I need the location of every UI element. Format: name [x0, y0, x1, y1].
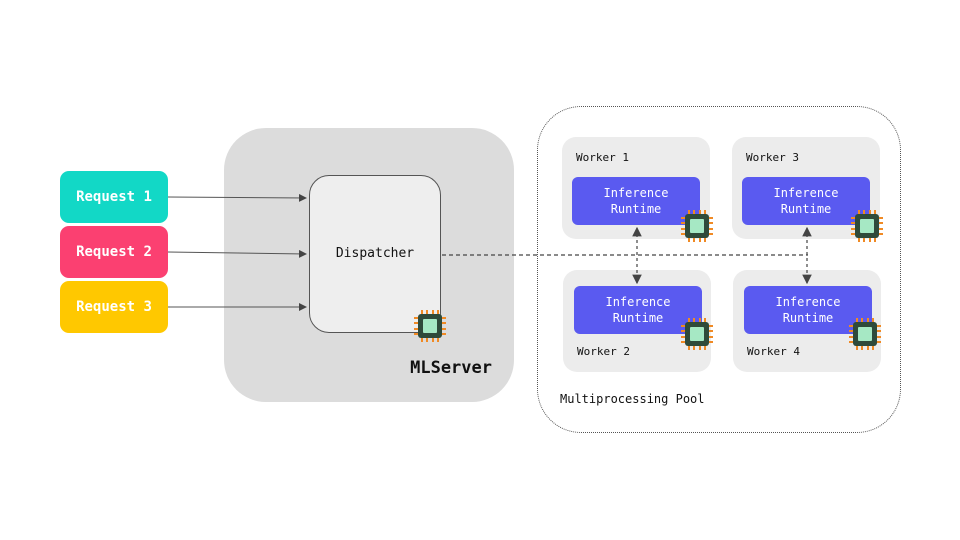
request-1-arrow [167, 193, 307, 202]
worker-label: Worker 1 [576, 151, 629, 164]
runtime-line: Runtime [610, 202, 662, 216]
runtime-line: Inference [775, 295, 841, 309]
inference-runtime: Inference Runtime [574, 286, 702, 334]
pool-label: Multiprocessing Pool [560, 392, 705, 406]
request-3: Request 3 [60, 281, 168, 333]
request-label: Request 1 [76, 189, 152, 205]
cpu-chip-icon [849, 318, 881, 350]
cpu-chip-icon [851, 210, 883, 242]
request-label: Request 3 [76, 299, 152, 315]
request-label: Request 2 [76, 244, 152, 260]
runtime-line: Runtime [782, 311, 834, 325]
worker-label: Worker 2 [577, 345, 630, 358]
request-2: Request 2 [60, 226, 168, 278]
dispatcher-box [309, 175, 441, 333]
mlserver-label: MLServer [410, 358, 492, 378]
cpu-chip-icon [414, 310, 446, 342]
inference-runtime: Inference Runtime [742, 177, 870, 225]
dispatcher-label: Dispatcher [335, 246, 415, 261]
cpu-chip-icon [681, 318, 713, 350]
runtime-line: Runtime [612, 311, 664, 325]
multiprocessing-pool [537, 106, 901, 433]
inference-runtime: Inference Runtime [572, 177, 700, 225]
cpu-chip-icon [681, 210, 713, 242]
request-1: Request 1 [60, 171, 168, 223]
runtime-line: Inference [773, 186, 839, 200]
worker-label: Worker 3 [746, 151, 799, 164]
request-2-arrow [167, 249, 307, 258]
runtime-line: Runtime [780, 202, 832, 216]
runtime-line: Inference [605, 295, 671, 309]
runtime-line: Inference [603, 186, 669, 200]
worker-label: Worker 4 [747, 345, 800, 358]
